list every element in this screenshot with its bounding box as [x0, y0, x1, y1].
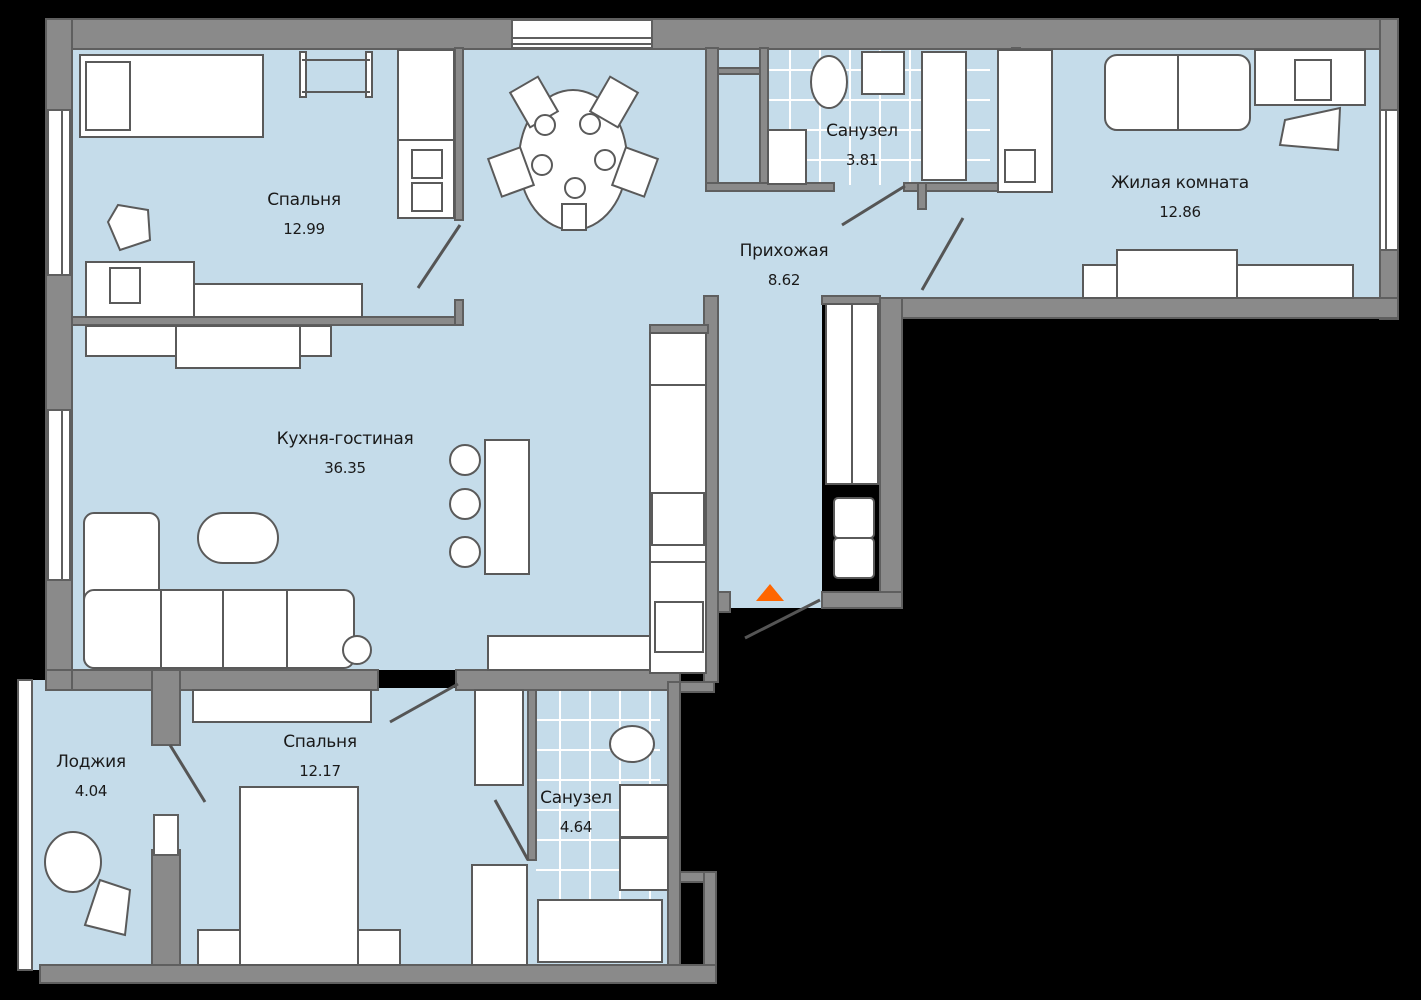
- room-name: Прихожая: [739, 241, 829, 261]
- room-kitchen-living: Кухня-гостиная 36.35: [277, 428, 414, 478]
- room-area: 36.35: [324, 459, 366, 477]
- room-loggia: Лоджия 4.04: [56, 751, 126, 801]
- room-name: Лоджия: [56, 752, 126, 772]
- walls: [39, 18, 1399, 984]
- room-name: Спальня: [267, 190, 341, 210]
- room-bedroom-1: Спальня 12.99: [267, 189, 341, 239]
- doors: [168, 184, 965, 861]
- room-bathroom-2: Санузел 4.64: [540, 787, 612, 837]
- room-name: Санузел: [540, 788, 612, 808]
- room-area: 12.86: [1159, 203, 1201, 221]
- room-area: 3.81: [845, 151, 879, 169]
- room-name: Санузел: [826, 121, 898, 141]
- room-area: 12.17: [299, 762, 341, 780]
- windows: [17, 19, 1399, 971]
- room-name: Жилая комната: [1111, 173, 1249, 193]
- furniture: [44, 49, 1366, 966]
- room-hallway: Прихожая 8.62: [740, 240, 829, 290]
- room-area: 4.04: [74, 782, 108, 800]
- room-area: 12.99: [283, 220, 325, 238]
- room-area: 8.62: [767, 271, 801, 289]
- room-name: Кухня-гостиная: [276, 429, 414, 449]
- room-living: Жилая комната 12.86: [1111, 172, 1249, 222]
- room-bathroom-1: Санузел 3.81: [826, 120, 898, 170]
- entrance-triangle-icon: [756, 584, 784, 601]
- room-area: 4.64: [559, 818, 593, 836]
- room-name: Спальня: [283, 732, 357, 752]
- room-bedroom-2: Спальня 12.17: [283, 731, 357, 781]
